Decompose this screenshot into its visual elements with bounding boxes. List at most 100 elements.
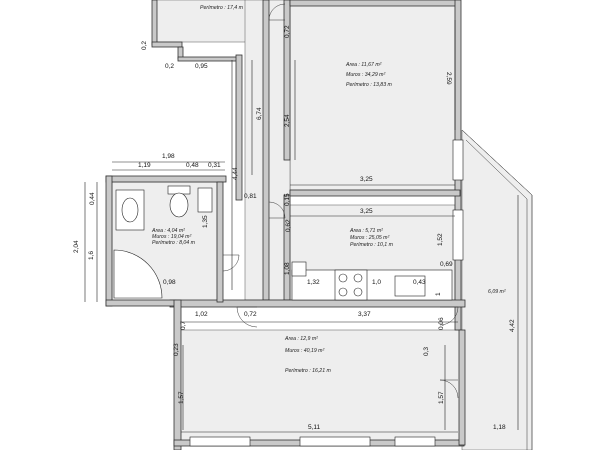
dim-label: 0,06 xyxy=(438,317,445,330)
dim-label: 0,72 xyxy=(284,25,291,38)
living-perimeter: Perímetro : 16,21 m xyxy=(285,368,332,374)
door-swing xyxy=(268,201,286,219)
bidet xyxy=(197,187,213,213)
dim-label: 0,23 xyxy=(173,343,180,356)
dim-label: 1,6 xyxy=(88,251,95,260)
wall xyxy=(289,0,461,7)
dim-label: 1,02 xyxy=(195,311,208,318)
living-area: Area : 12,9 m² xyxy=(284,336,318,342)
dim-label: 2,59 xyxy=(445,72,452,85)
door-swing xyxy=(439,379,459,399)
dim-label: 0,44 xyxy=(89,192,96,205)
toilet-icon xyxy=(169,192,189,218)
dim-label: 1,0 xyxy=(372,279,381,286)
kitchen-area: Area : 5,71 m² xyxy=(349,228,383,234)
dim-label: 6,74 xyxy=(256,107,263,120)
windows xyxy=(189,139,464,447)
living-walls: Muros : 40,19 m² xyxy=(285,348,324,354)
wall xyxy=(105,299,177,307)
dim-label: 0,95 xyxy=(195,63,208,70)
wall xyxy=(235,54,243,201)
shower-icon xyxy=(113,249,163,299)
bath-perimeter: Perímetro : 8,04 m xyxy=(152,240,196,246)
dim-label: 1,98 xyxy=(162,153,175,160)
burner-icon xyxy=(338,273,348,283)
burner-icon xyxy=(338,287,348,297)
window xyxy=(189,436,251,447)
dim-label: 0,48 xyxy=(186,162,199,169)
dim-label: 1 xyxy=(435,292,442,296)
wall xyxy=(151,0,158,46)
counter xyxy=(291,269,453,301)
dim-label: 2,04 xyxy=(73,240,80,253)
room-top-left-perimeter: Perímetro : 17,4 m xyxy=(200,5,244,11)
balcony-rail xyxy=(465,139,528,200)
wall xyxy=(283,0,291,161)
wall xyxy=(177,56,239,62)
window xyxy=(452,209,464,261)
window xyxy=(299,436,371,447)
wall xyxy=(151,41,183,48)
dim-label: 1,57 xyxy=(178,391,185,404)
bathroom-fixtures xyxy=(113,185,213,299)
doors xyxy=(222,3,459,399)
door-swing xyxy=(236,306,258,328)
wall xyxy=(216,181,224,303)
dim-label: 3,25 xyxy=(360,176,373,183)
door-swing xyxy=(222,254,240,272)
dim-label: 4,44 xyxy=(232,167,239,180)
dim-label: 2,54 xyxy=(284,114,291,127)
door-swing xyxy=(439,306,459,326)
dim-label: 0,2 xyxy=(141,41,148,50)
dim-label: 1,57 xyxy=(438,391,445,404)
dim-label: 1,32 xyxy=(307,279,320,286)
room-living xyxy=(179,329,466,443)
dim-label: 3,37 xyxy=(358,311,371,318)
bath-area: Area : 4,04 m² xyxy=(151,228,185,234)
window xyxy=(452,139,464,181)
room-a-area: Area : 11,67 m² xyxy=(345,62,382,68)
kitchen-fixtures xyxy=(291,261,453,301)
dim-label: 1,35 xyxy=(202,215,209,228)
dim-label: 1,52 xyxy=(437,233,444,246)
dim-label: 1,19 xyxy=(138,162,151,169)
dim-label: 0,98 xyxy=(163,279,176,286)
stove-icon xyxy=(334,269,368,301)
dim-label: 0,43 xyxy=(413,279,426,286)
kitchen-perimeter: Perímetro : 10,1 m xyxy=(350,242,394,248)
burner-icon xyxy=(353,287,363,297)
dim-label: 3,25 xyxy=(360,208,373,215)
dim-label: 0,7 xyxy=(180,321,187,330)
balcony-area: 6,09 m² xyxy=(488,289,506,295)
balcony-outline xyxy=(461,129,533,450)
wall xyxy=(289,189,461,197)
dim-label: 0,31 xyxy=(208,162,221,169)
wall xyxy=(105,175,227,183)
window xyxy=(394,436,436,447)
room-a-perimeter: Perímetro : 13,83 m xyxy=(346,82,393,88)
wall xyxy=(283,194,291,301)
dimension-lines xyxy=(84,20,519,433)
bath-walls: Muros : 19,04 m² xyxy=(152,234,191,240)
fridge-icon xyxy=(291,261,307,277)
dim-label: 0,72 xyxy=(244,311,257,318)
kitchen-walls: Muros : 25,05 m² xyxy=(350,235,389,241)
wall xyxy=(173,299,182,450)
room-a xyxy=(289,4,456,191)
door-swing xyxy=(268,3,286,21)
room-a-walls: Muros : 34,29 m² xyxy=(346,72,385,78)
wall xyxy=(262,0,270,301)
dim-label: 0,15 xyxy=(284,193,291,206)
dim-label: 4,42 xyxy=(509,319,516,332)
dim-label: 0,62 xyxy=(285,219,292,232)
wall xyxy=(458,329,466,446)
wall xyxy=(105,175,113,307)
dim-label: 0,3 xyxy=(423,347,430,356)
dim-label: 0,2 xyxy=(165,63,174,70)
dimension-labels: 0,72 0,2 0,2 0,95 6,74 2,54 2,59 1,98 1,… xyxy=(73,25,516,431)
sink-basin-icon xyxy=(121,197,139,223)
dim-label: 5,11 xyxy=(308,424,321,431)
dim-label: 0,69 xyxy=(440,261,453,268)
kitchen-sink-icon xyxy=(394,275,426,297)
